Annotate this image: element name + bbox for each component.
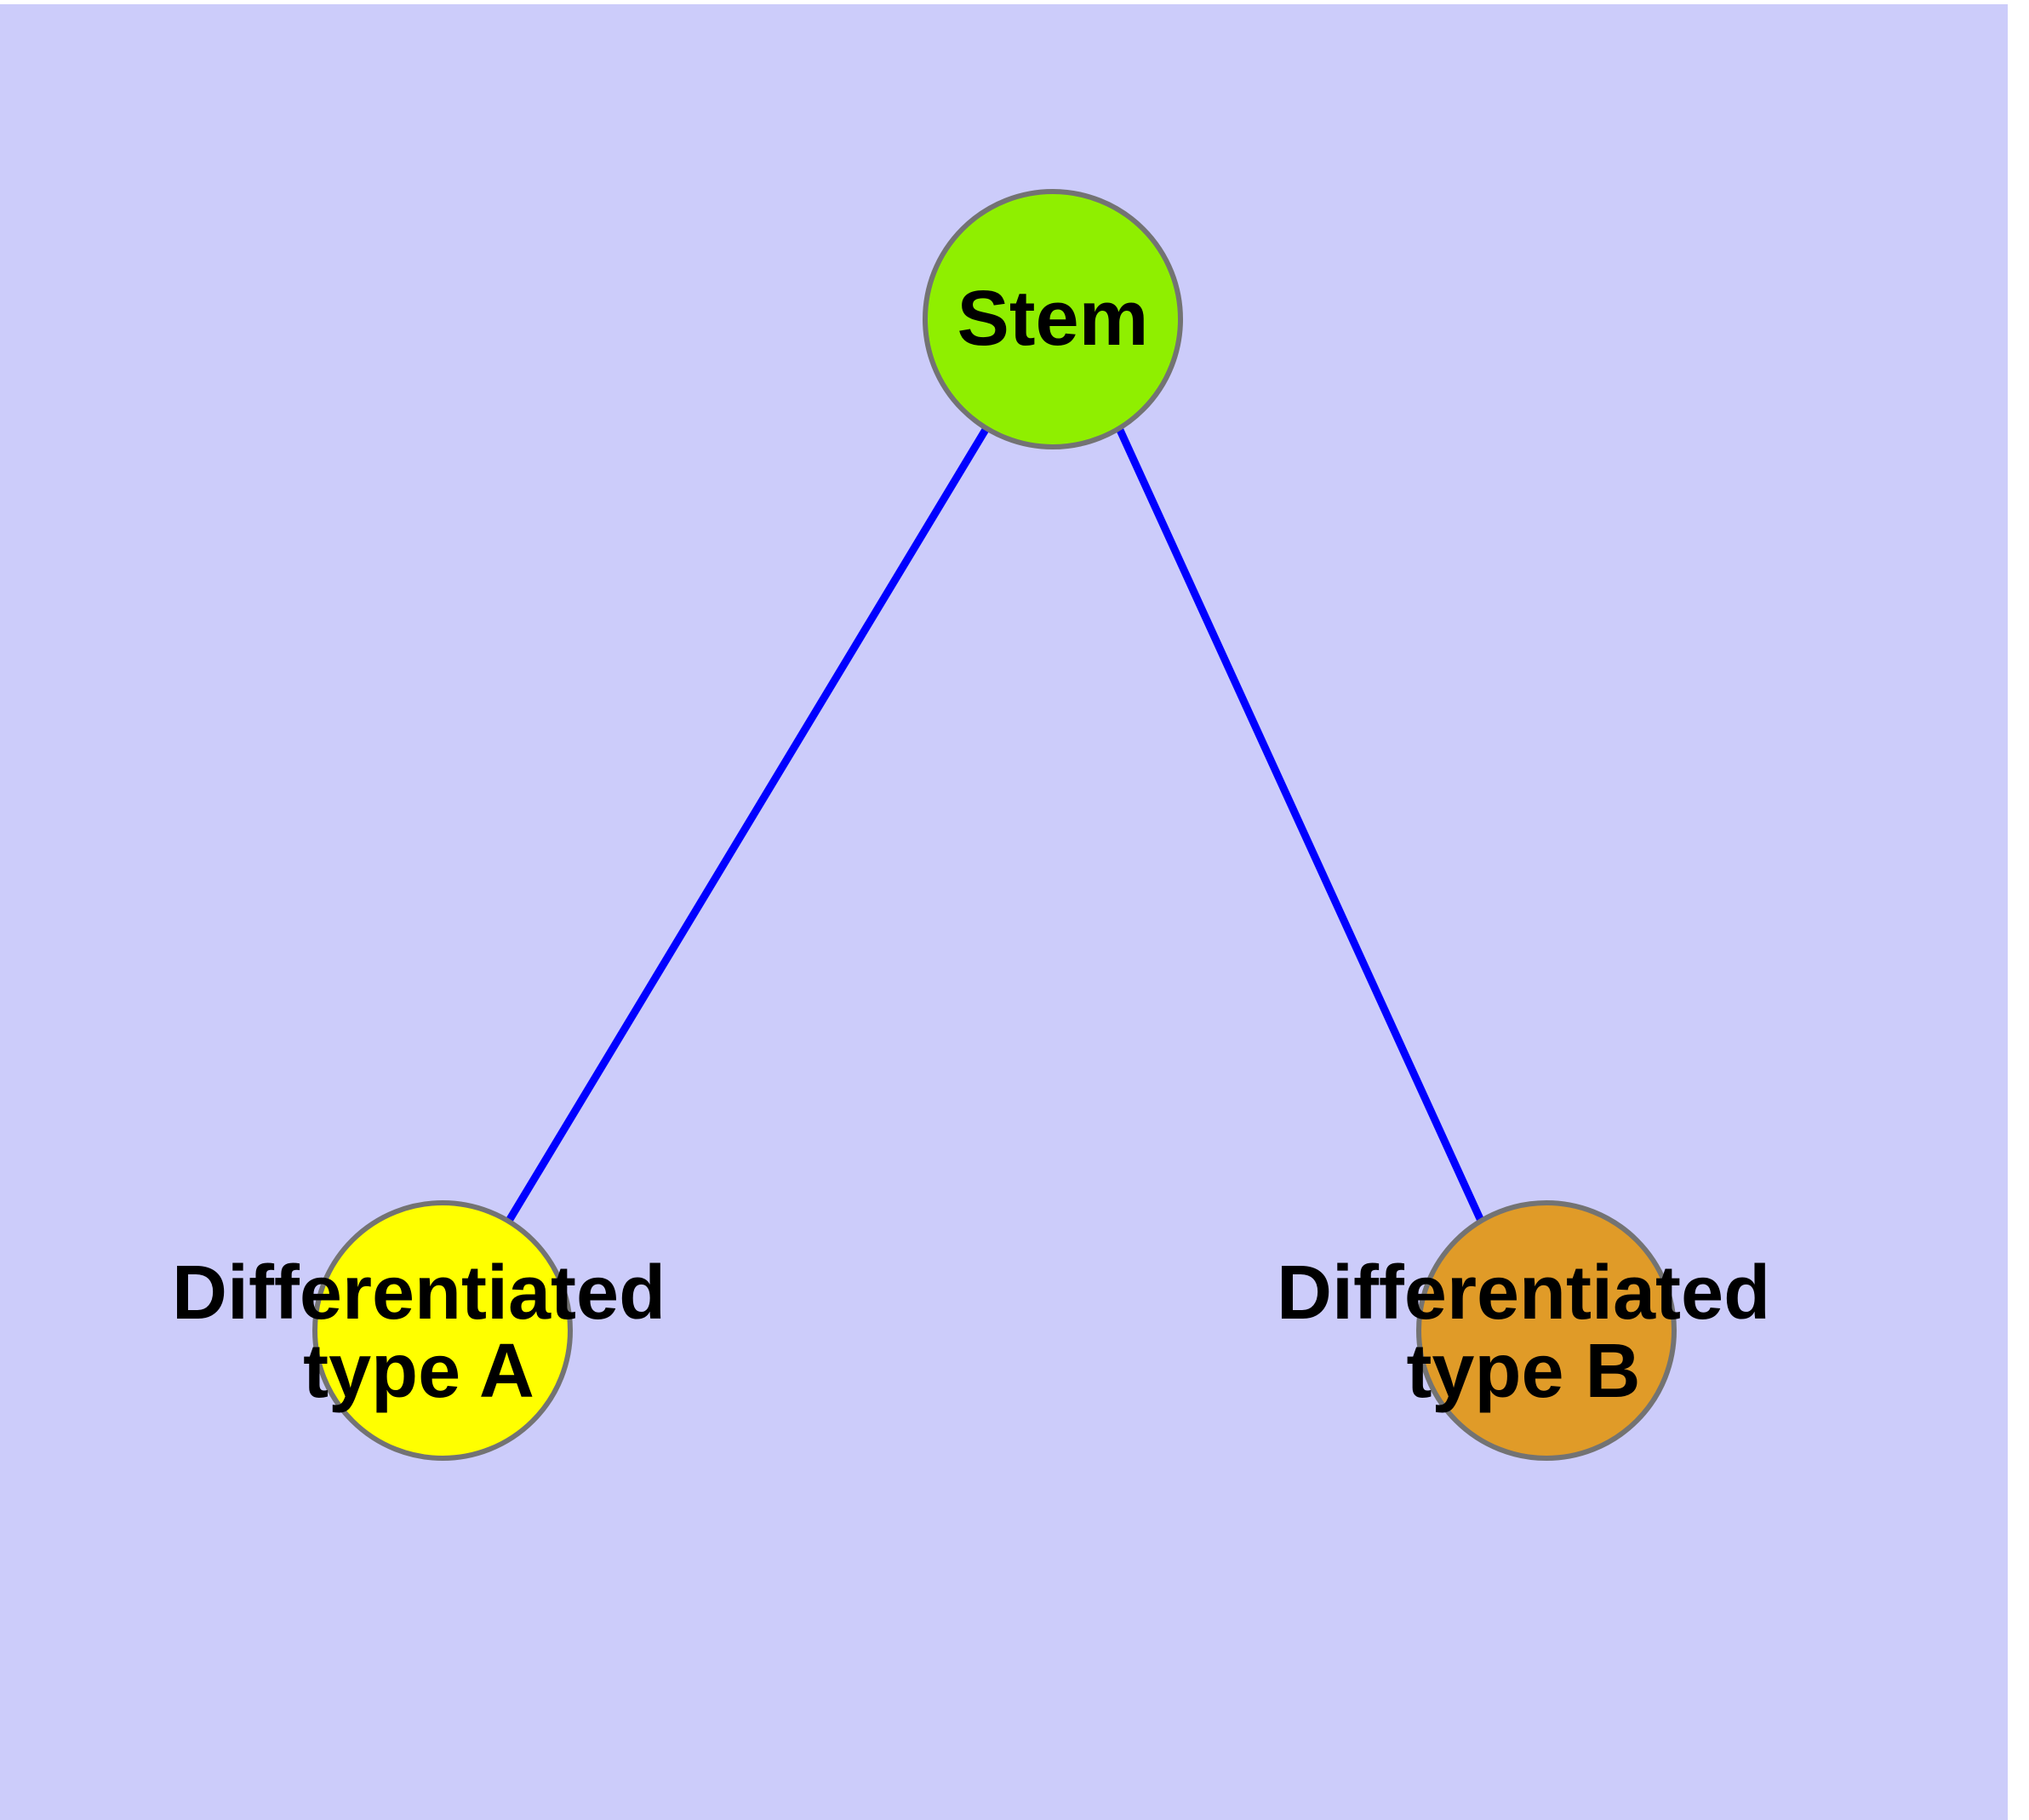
node-differentiated-type-a[interactable] — [312, 1200, 573, 1461]
edge-stem-to-differentiated-type-a[interactable] — [506, 426, 990, 1223]
edge-stem-to-differentiated-type-b[interactable] — [1115, 426, 1485, 1222]
node-stem[interactable] — [923, 189, 1183, 449]
node-differentiated-type-b[interactable] — [1416, 1200, 1677, 1461]
node-layer — [312, 189, 1677, 1461]
edge-layer — [506, 426, 1485, 1223]
